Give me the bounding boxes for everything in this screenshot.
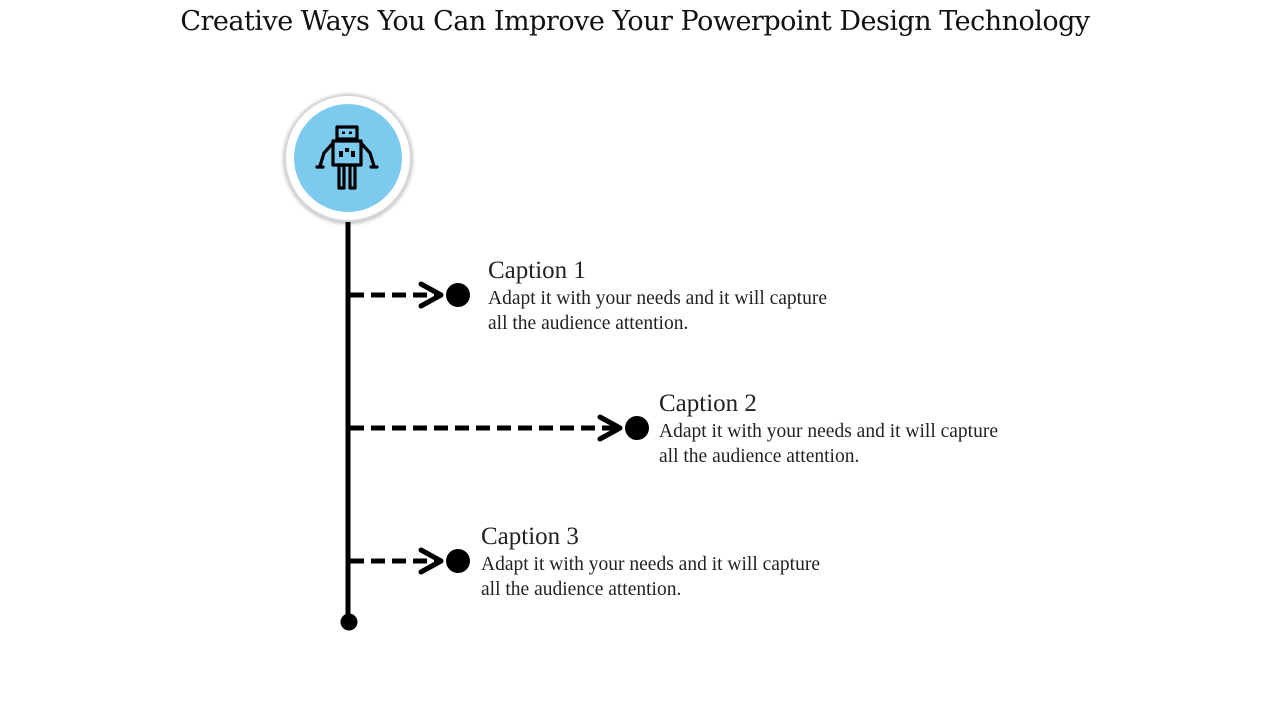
connector-2 bbox=[350, 414, 649, 442]
caption-3-body: Adapt it with your needs and it will cap… bbox=[481, 554, 821, 600]
caption-block-3: Caption 3 Adapt it with your needs and i… bbox=[481, 523, 821, 602]
slide-title: Creative Ways You Can Improve Your Power… bbox=[180, 6, 1090, 37]
robot-icon bbox=[315, 125, 379, 190]
hub-badge bbox=[284, 94, 412, 222]
connector-3 bbox=[350, 547, 470, 575]
connector-3-arrowhead bbox=[418, 547, 444, 575]
connector-2-arrowhead bbox=[597, 414, 623, 442]
connector-1-dot bbox=[446, 283, 470, 307]
caption-block-1: Caption 1 Adapt it with your needs and i… bbox=[488, 257, 828, 336]
hub-fill bbox=[294, 104, 402, 212]
caption-block-2: Caption 2 Adapt it with your needs and i… bbox=[659, 390, 999, 469]
connector-2-dot bbox=[625, 416, 649, 440]
caption-1-title: Caption 1 bbox=[488, 257, 586, 284]
caption-1-body: Adapt it with your needs and it will cap… bbox=[488, 288, 828, 334]
connector-1-arrowhead bbox=[418, 281, 444, 309]
timeline-end-dot bbox=[340, 613, 358, 631]
caption-3-title: Caption 3 bbox=[481, 523, 579, 550]
caption-2-title: Caption 2 bbox=[659, 390, 757, 417]
connector-1 bbox=[350, 281, 470, 309]
connector-3-dot bbox=[446, 549, 470, 573]
caption-2-body: Adapt it with your needs and it will cap… bbox=[659, 421, 999, 467]
